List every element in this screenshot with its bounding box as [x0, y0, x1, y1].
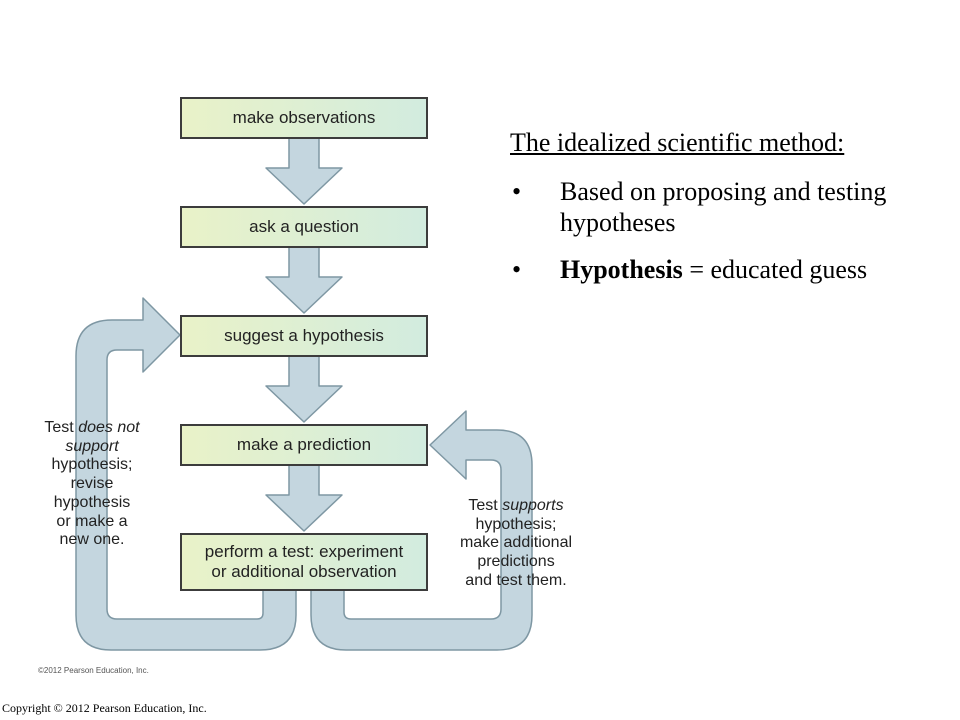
step-label: make a prediction	[236, 434, 372, 454]
copyright-footer: Copyright © 2012 Pearson Education, Inc.	[2, 701, 207, 715]
bullet-text: Based on proposing and testing hypothese…	[560, 177, 887, 238]
note-text: hypothesis	[53, 493, 131, 511]
step-box-make-observations: make observations	[180, 97, 428, 139]
step-label-line-2: or additional observation	[211, 562, 397, 581]
left-loop-arrow	[75, 297, 297, 651]
step-label: suggest a hypothesis	[224, 325, 384, 345]
note-text-italic: supports	[502, 497, 564, 514]
note-text: hypothesis;	[51, 456, 133, 474]
note-text: revise	[70, 475, 114, 493]
note-text-italic: support	[65, 437, 119, 455]
bullet-item-2: • Hypothesis = educated guess	[510, 254, 950, 285]
bullet-dot: •	[512, 177, 522, 206]
bullet-term: Hypothesis	[560, 255, 683, 285]
step-box-suggest-hypothesis: suggest a hypothesis	[180, 315, 428, 357]
down-arrow-2	[265, 246, 343, 314]
bullet-dot: •	[512, 255, 522, 285]
image-credit: ©2012 Pearson Education, Inc.	[38, 666, 149, 675]
note-text: new one.	[59, 531, 125, 549]
step-box-make-prediction: make a prediction	[180, 424, 428, 466]
note-text: or make a	[56, 512, 128, 530]
step-label: ask a question	[249, 216, 359, 236]
left-loop-note: Test does not support hypothesis; revise…	[30, 419, 154, 550]
note-text: hypothesis;	[475, 515, 557, 533]
note-text: predictions	[477, 553, 555, 571]
right-loop-arrow	[310, 410, 533, 651]
note-text: and test them.	[465, 571, 567, 589]
down-arrow-3	[265, 355, 343, 423]
panel-title: The idealized scientific method:	[510, 128, 845, 157]
bullet-item-1: • Based on proposing and testing hypothe…	[510, 176, 950, 238]
note-text-italic: does not	[78, 419, 140, 436]
right-loop-note: Test supports hypothesis; make additiona…	[446, 497, 586, 591]
note-text: make additional	[459, 534, 573, 552]
step-label: make observations	[232, 107, 376, 127]
down-arrow-1	[265, 137, 343, 205]
text-panel: The idealized scientific method: • Based…	[510, 128, 950, 302]
step-box-ask-question: ask a question	[180, 206, 428, 248]
step-box-perform-test: perform a test: experiment or additional…	[180, 533, 428, 591]
note-text: Test	[44, 419, 79, 436]
down-arrow-4	[265, 464, 343, 532]
bullet-definition: = educated guess	[682, 255, 868, 285]
step-label-line-1: perform a test: experiment	[204, 541, 404, 561]
note-text: Test	[468, 497, 503, 514]
